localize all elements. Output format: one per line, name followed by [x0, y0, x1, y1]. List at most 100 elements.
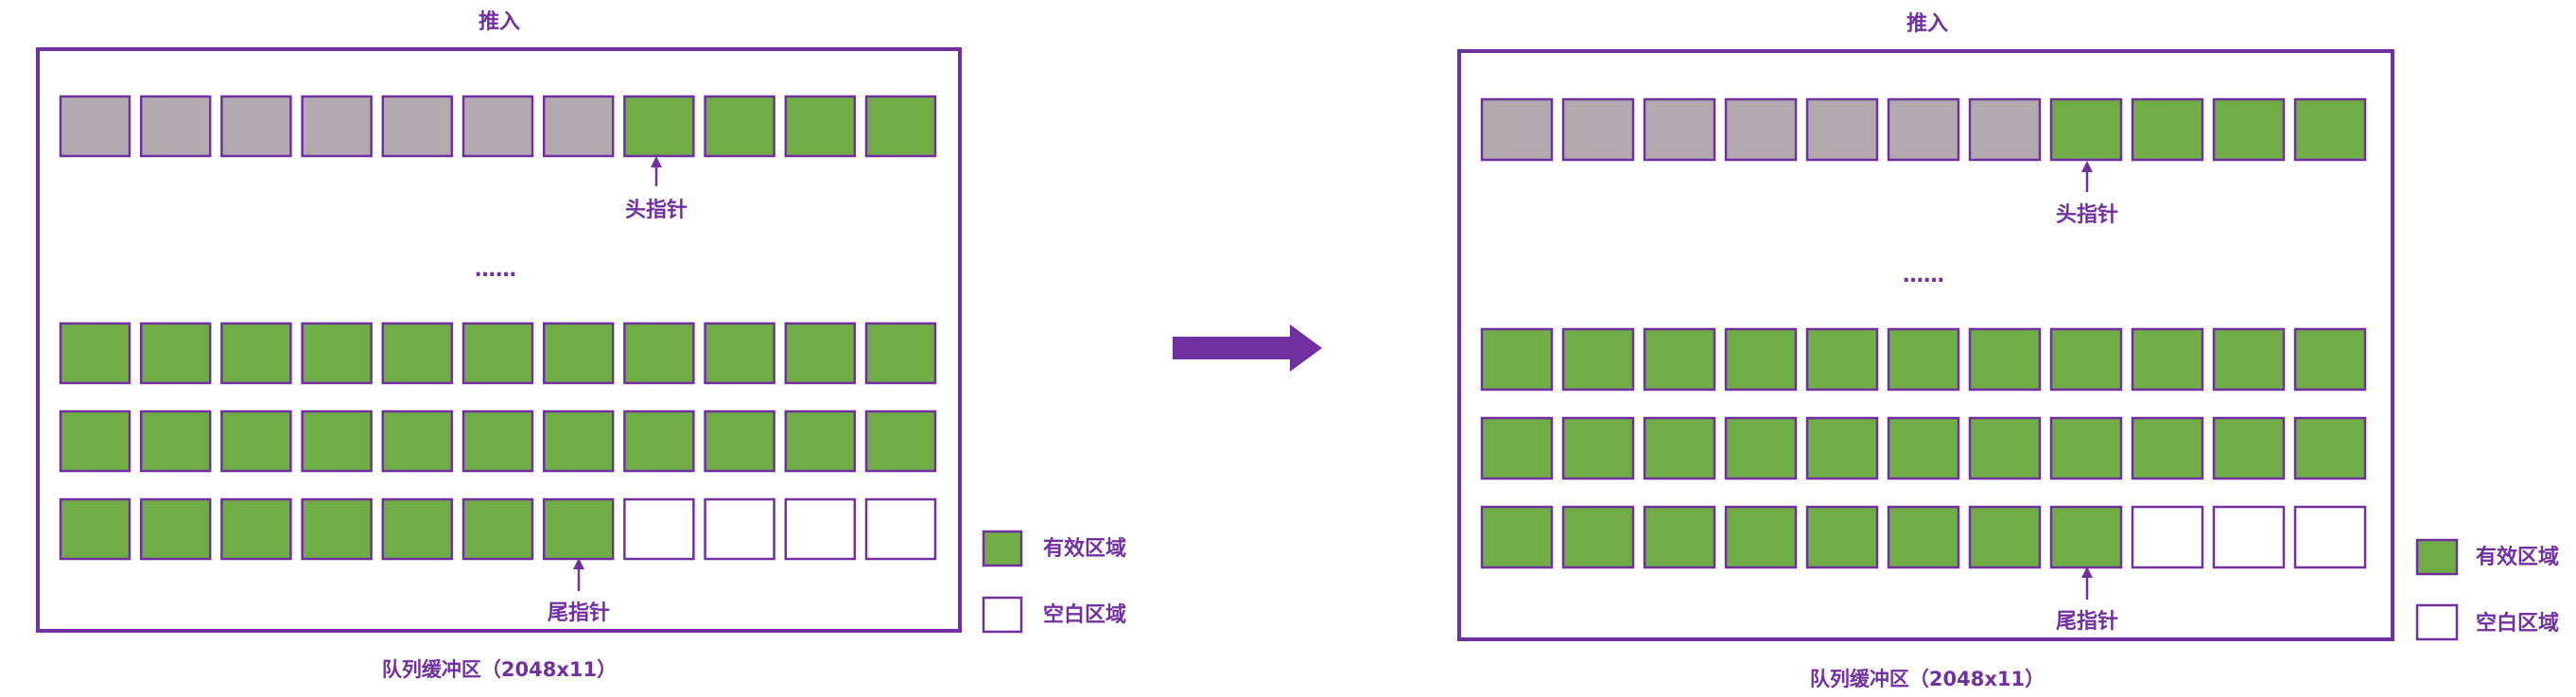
buffer-cell-valid [1887, 416, 1960, 480]
buffer-cell-valid [220, 497, 292, 561]
buffer-cell-valid [2212, 416, 2286, 480]
push-label: 推入 [1906, 12, 1948, 36]
up-arrow-icon [573, 558, 584, 569]
buffer-cell-valid [623, 409, 695, 473]
buffer-cell-valid [1643, 416, 1716, 480]
buffer-cell-valid [1887, 327, 1960, 392]
buffer-cell-empty [2131, 505, 2204, 569]
buffer-cell-valid [301, 322, 373, 385]
buffer-cell-valid [2049, 327, 2123, 392]
buffer-cell-valid [59, 409, 131, 473]
buffer-cell-valid [704, 95, 775, 158]
buffer-cell-valid [139, 322, 212, 385]
buffer-cell-valid [2212, 97, 2286, 162]
tail-pointer-label: 尾指针 [2056, 609, 2118, 634]
buffer-cell-valid [220, 322, 292, 385]
cell-grid [1480, 97, 2367, 569]
legend-empty-swatch [982, 596, 1023, 634]
buffer-cell-valid [139, 409, 212, 473]
ellipsis: …… [1903, 264, 1944, 288]
buffer-frame [36, 47, 962, 633]
buffer-cell-valid [542, 322, 615, 385]
cell-grid [59, 95, 937, 561]
legend-empty-label: 空白区域 [1043, 602, 1126, 627]
push-label: 推入 [479, 10, 520, 34]
panel-before: 推入 头指针 …… 尾指针 队列缓冲区（2048x11） 有效区域 空白区域 [36, 10, 1126, 681]
buffer-cell-valid [1643, 505, 1716, 569]
buffer-cell-valid [1805, 505, 1879, 569]
buffer-cell-valid [1724, 505, 1798, 569]
buffer-cell-consumed [301, 95, 373, 158]
buffer-cell-valid [1724, 416, 1798, 480]
buffer-cell-consumed [1643, 97, 1716, 162]
buffer-cell-valid [1968, 505, 2042, 569]
legend-valid-swatch [982, 530, 1023, 567]
buffer-cell-valid [461, 409, 534, 473]
buffer-cell-consumed [1480, 97, 1554, 162]
buffer-cell-valid [1561, 416, 1635, 480]
buffer-cell-valid [1724, 327, 1798, 392]
up-arrow-icon [2081, 566, 2093, 578]
right-arrow-icon [1173, 324, 1322, 372]
head-pointer: 头指针 [2056, 161, 2118, 227]
buffer-cell-valid [1805, 416, 1879, 480]
buffer-cell-valid [1561, 327, 1635, 392]
buffer-cell-valid [623, 322, 695, 385]
tail-pointer: 尾指针 [548, 558, 610, 625]
legend-valid-label: 有效区域 [1043, 536, 1126, 561]
buffer-cell-consumed [1805, 97, 1879, 162]
buffer-cell-valid [381, 409, 454, 473]
buffer-cell-valid [784, 409, 857, 473]
buffer-cell-valid [381, 497, 454, 561]
legend-valid-label: 有效区域 [2476, 545, 2559, 569]
buffer-cell-empty [864, 497, 937, 561]
buffer-cell-valid [2293, 327, 2367, 392]
buffer-cell-valid [2293, 97, 2367, 162]
buffer-cell-valid [704, 409, 775, 473]
buffer-cell-valid [542, 409, 615, 473]
buffer-cell-consumed [1968, 97, 2042, 162]
buffer-cell-consumed [59, 95, 131, 158]
buffer-cell-valid [2212, 327, 2286, 392]
head-pointer-label: 头指针 [625, 198, 688, 222]
buffer-cell-consumed [542, 95, 615, 158]
legend-empty-label: 空白区域 [2476, 611, 2559, 636]
buffer-cell-empty [704, 497, 775, 561]
buffer-cell-valid [1968, 327, 2042, 392]
buffer-cell-valid [704, 322, 775, 385]
buffer-cell-valid [301, 409, 373, 473]
buffer-cell-consumed [220, 95, 292, 158]
tail-pointer: 尾指针 [2056, 566, 2118, 634]
buffer-cell-valid [381, 322, 454, 385]
buffer-cell-valid [1561, 505, 1635, 569]
buffer-cell-valid [59, 497, 131, 561]
buffer-cell-valid [220, 409, 292, 473]
buffer-cell-valid [2131, 97, 2204, 162]
buffer-cell-valid [1480, 416, 1554, 480]
buffer-cell-consumed [461, 95, 534, 158]
buffer-cell-valid [784, 95, 857, 158]
buffer-cell-valid [2049, 416, 2123, 480]
buffer-cell-valid [139, 497, 212, 561]
buffer-cell-valid [1480, 327, 1554, 392]
buffer-cell-valid [2049, 505, 2123, 569]
buffer-cell-valid [864, 409, 937, 473]
buffer-cell-valid [864, 322, 937, 385]
buffer-frame [1457, 49, 2394, 641]
buffer-cell-valid [1805, 327, 1879, 392]
buffer-cell-valid [301, 497, 373, 561]
buffer-cell-consumed [1724, 97, 1798, 162]
buffer-cell-empty [623, 497, 695, 561]
tail-pointer-label: 尾指针 [548, 601, 610, 625]
buffer-cell-empty [2293, 505, 2367, 569]
legend: 有效区域 空白区域 [982, 530, 1126, 634]
buffer-cell-valid [864, 95, 937, 158]
buffer-cell-valid [623, 95, 695, 158]
buffer-cell-valid [461, 497, 534, 561]
buffer-cell-consumed [1561, 97, 1635, 162]
buffer-caption: 队列缓冲区（2048x11） [382, 658, 617, 681]
buffer-cell-valid [2131, 416, 2204, 480]
buffer-cell-valid [2131, 327, 2204, 392]
buffer-cell-valid [1480, 505, 1554, 569]
